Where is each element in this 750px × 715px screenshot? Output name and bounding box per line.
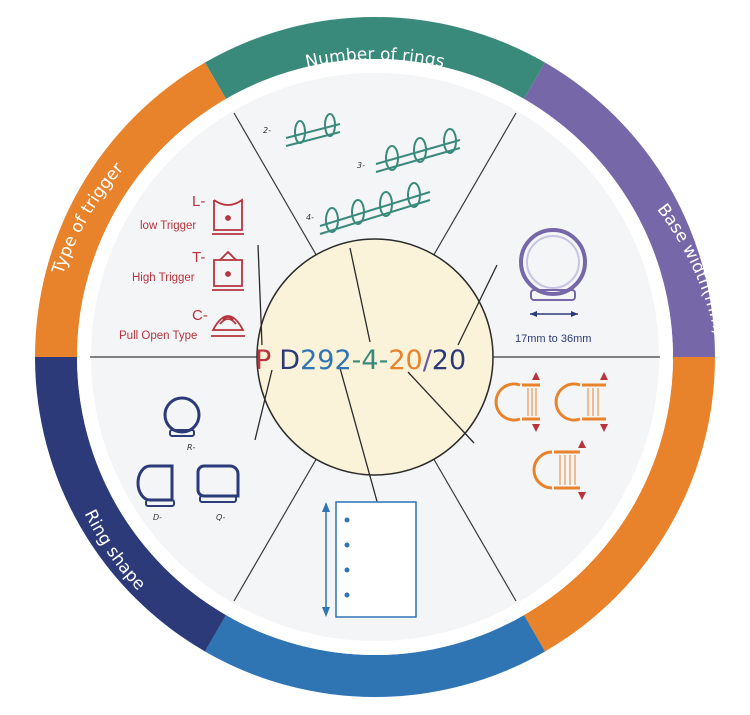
segment-trigger-type: [35, 62, 226, 357]
shape-label-q: Q-: [216, 513, 225, 522]
code-d: D: [279, 345, 300, 376]
base-width-range: 17mm to 36mm: [515, 333, 591, 345]
trigger-text-t: High Trigger: [132, 272, 195, 284]
trigger-letter-t: T-: [192, 249, 205, 266]
thickness-arrows: [532, 372, 608, 500]
two-ring-icon: [285, 113, 341, 147]
pull-open-icon: [211, 315, 245, 337]
code-base: 20: [388, 345, 422, 376]
ring-count-3: 3-: [357, 161, 365, 170]
thickness-icon-1: [494, 382, 540, 422]
ring-shape-illustration: [136, 396, 240, 507]
code-dash1: -: [352, 345, 362, 376]
thickness-illustration: [494, 382, 606, 490]
ring-count-4: 4-: [306, 213, 314, 222]
thickness-icon-2: [554, 382, 606, 422]
trigger-letter-l: L-: [192, 193, 205, 210]
code-model: 292: [300, 345, 352, 376]
divider-lines: [90, 112, 660, 602]
segment-thickness: [524, 357, 715, 652]
trigger-letter-c: C-: [192, 307, 208, 324]
segment-sheet-size: [205, 615, 545, 697]
rings-illustration: [285, 113, 461, 235]
round-ring-icon: [163, 396, 201, 437]
four-ring-icon: [319, 182, 431, 235]
trigger-illustration: [211, 198, 245, 337]
pointer-lines: [254, 244, 498, 506]
code-slash: /: [423, 345, 433, 376]
thickness-icon-3: [532, 450, 580, 490]
segment-ring-shape: [35, 357, 226, 652]
low-trigger-icon: [212, 198, 244, 235]
center-circle: [256, 238, 494, 476]
code-thickness: 20: [432, 345, 466, 376]
shape-label-r: R-: [187, 443, 196, 452]
trigger-text-l: low Trigger: [140, 220, 196, 232]
d-ring-icon: [136, 464, 175, 507]
high-trigger-icon: [212, 250, 244, 291]
code-p: P: [255, 345, 271, 376]
code-rings: 4: [361, 345, 378, 376]
q-ring-icon: [196, 464, 240, 503]
segment-base-width: [524, 62, 716, 357]
three-ring-icon: [375, 128, 461, 173]
ring-count-2: 2-: [263, 126, 271, 135]
shape-label-d: D-: [153, 513, 162, 522]
sheet-size-illustration: [322, 501, 417, 618]
trigger-text-c: Pull Open Type: [119, 330, 197, 342]
outer-ring: [35, 16, 716, 697]
code-dash2: -: [379, 345, 389, 376]
segment-number-of-rings: [205, 16, 545, 99]
base-width-illustration: [519, 228, 587, 317]
